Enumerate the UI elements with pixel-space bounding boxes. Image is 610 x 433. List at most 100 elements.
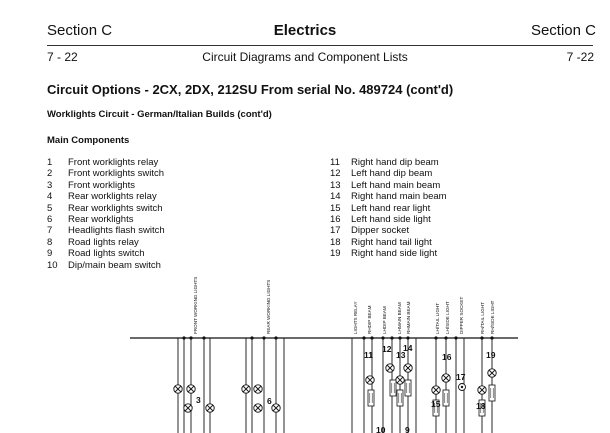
list-item: 15 Left hand rear light	[330, 203, 447, 214]
page-section-title: Electrics	[273, 22, 337, 39]
callout-numbers: 3 6 11 12 13 14 15 16 17 18 19 10 9	[196, 343, 496, 433]
item-label: Road lights relay	[68, 236, 139, 248]
list-item: 8 Road lights relay	[47, 237, 165, 248]
item-number: 14	[330, 191, 341, 203]
item-label: Left hand rear light	[351, 202, 431, 214]
callout-11: 11	[364, 350, 373, 360]
list-item: 14 Right hand main beam	[330, 191, 447, 202]
label-lights-relay: LIGHTS RELAY	[353, 301, 358, 334]
item-number: 6	[47, 214, 53, 226]
item-label: Rear worklights relay	[68, 191, 157, 203]
label-rh-side-light: RH/SIDE LIGHT	[490, 300, 495, 334]
item-label: Dipper socket	[351, 225, 410, 237]
item-number: 19	[330, 248, 341, 260]
item-number: 9	[47, 248, 53, 260]
item-label: Right hand dip beam	[351, 157, 439, 168]
item-label: Right hand main beam	[351, 191, 447, 203]
item-number: 5	[47, 202, 53, 214]
label-lh-main-beam: LHMAIN BEAM	[397, 302, 402, 334]
list-item: 2 Front worklights switch	[47, 168, 165, 179]
list-item: 10 Dip/main beam switch	[47, 260, 165, 271]
item-label: Rear worklights	[68, 214, 134, 226]
list-item: 17 Dipper socket	[330, 225, 447, 236]
callout-3: 3	[196, 395, 201, 405]
item-number: 10	[47, 259, 58, 271]
callout-13: 13	[396, 350, 406, 360]
item-label: Front worklights relay	[68, 157, 159, 168]
list-item: 7 Headlights flash switch	[47, 225, 165, 236]
page-subtitle: Circuit Diagrams and Component Lists	[202, 50, 408, 64]
list-item: 13 Left hand main beam	[330, 180, 447, 191]
item-number: 1	[47, 157, 53, 168]
dipper-socket-symbol	[458, 383, 466, 391]
label-lh-dip-beam: LHDIP BEAM	[382, 306, 387, 334]
item-label: Headlights flash switch	[68, 225, 165, 237]
page-number-right: 7 -22	[566, 50, 594, 64]
item-number: 17	[330, 225, 341, 237]
item-number: 12	[330, 168, 341, 180]
callout-14: 14	[403, 343, 413, 353]
item-label: Front worklights	[68, 179, 136, 191]
list-item: 3 Front worklights	[47, 180, 165, 191]
item-number: 11	[330, 157, 340, 168]
callout-19: 19	[486, 350, 496, 360]
item-label: Right hand tail light	[351, 236, 432, 248]
label-dipper-socket: DIPPER SOCKET	[459, 297, 464, 334]
callout-18: 18	[476, 401, 486, 411]
circuit-labels: FRONT WORKING LIGHTS REAR WORKING LIGHTS…	[193, 277, 495, 334]
list-item: 11 Right hand dip beam	[330, 157, 447, 168]
list-item: 1 Front worklights relay	[47, 157, 165, 168]
item-label: Rear worklights switch	[68, 202, 163, 214]
label-rh-tail-light: RH/TAIL LIGHT	[480, 302, 485, 334]
callout-6: 6	[267, 396, 272, 406]
list-item: 16 Left hand side light	[330, 214, 447, 225]
item-number: 3	[47, 179, 53, 191]
item-label: Right hand side light	[351, 248, 438, 260]
callout-15: 15	[431, 399, 441, 409]
label-front-working-lights: FRONT WORKING LIGHTS	[193, 277, 198, 334]
item-label: Front worklights switch	[68, 168, 165, 180]
section-left: Section C	[47, 22, 113, 39]
callout-9: 9	[405, 425, 410, 433]
circuit-subtitle: Worklights Circuit - German/Italian Buil…	[47, 109, 272, 120]
item-number: 8	[47, 236, 53, 248]
front-worklight-lamps	[173, 384, 215, 413]
item-number: 18	[330, 236, 341, 248]
list-item: 18 Right hand tail light	[330, 237, 447, 248]
header-rule	[47, 45, 593, 46]
circuit-title: Circuit Options - 2CX, 2DX, 212SU From s…	[47, 82, 454, 97]
item-number: 4	[47, 191, 53, 203]
label-rh-dip-beam: RHDIP BEAM	[367, 305, 372, 334]
item-label: Left hand side light	[351, 214, 431, 226]
headlamp-lamps	[365, 363, 497, 395]
item-number: 2	[47, 168, 53, 180]
callout-12: 12	[382, 344, 392, 354]
label-lh-side-light: LH/SIDE LIGHT	[445, 301, 450, 334]
list-item: 5 Rear worklights switch	[47, 203, 165, 214]
item-label: Dip/main beam switch	[68, 259, 161, 271]
section-right: Section C	[530, 22, 596, 39]
callout-10: 10	[376, 425, 386, 433]
item-number: 16	[330, 214, 341, 226]
list-item: 19 Right hand side light	[330, 248, 447, 259]
list-item: 4 Rear worklights relay	[47, 191, 165, 202]
rear-worklight-lamps	[241, 384, 281, 413]
callout-17: 17	[456, 372, 466, 382]
item-label: Road lights switch	[68, 248, 145, 260]
components-heading: Main Components	[47, 135, 130, 146]
page-number-left: 7 - 22	[47, 50, 78, 64]
junction-dots	[182, 336, 494, 340]
label-rear-working-lights: REAR WORKING LIGHTS	[266, 280, 271, 334]
list-item: 6 Rear worklights	[47, 214, 165, 225]
item-number: 7	[47, 225, 53, 237]
label-rh-main-beam: RHMAIN BEAM	[406, 301, 411, 334]
item-number: 15	[330, 202, 341, 214]
list-item: 9 Road lights switch	[47, 248, 165, 259]
item-number: 13	[330, 179, 341, 191]
item-label: Left hand main beam	[351, 179, 441, 191]
callout-16: 16	[442, 352, 452, 362]
